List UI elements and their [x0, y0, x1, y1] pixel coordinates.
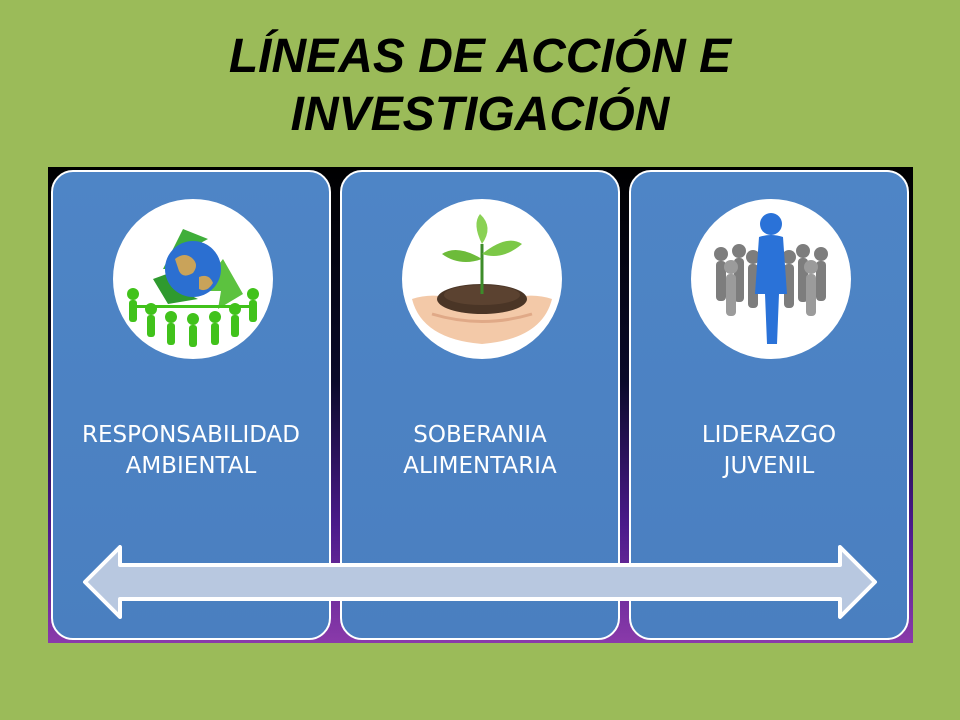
recycle-globe-icon	[113, 199, 273, 359]
sprout-hands-icon	[402, 199, 562, 359]
leader-crowd-icon	[691, 199, 851, 359]
card-liderazgo-juvenil: LIDERAZGO JUVENIL	[629, 170, 909, 640]
card-soberania-alimentaria: SOBERANIA ALIMENTARIA	[340, 170, 620, 640]
card-label: LIDERAZGO JUVENIL	[631, 420, 907, 482]
card-label-line-2: JUVENIL	[723, 453, 815, 479]
title-line-2: INVESTIGACIÓN	[290, 88, 670, 141]
card-label: SOBERANIA ALIMENTARIA	[342, 420, 618, 482]
card-label-line-1: SOBERANIA	[413, 422, 547, 448]
card-label: RESPONSABILIDAD AMBIENTAL	[53, 420, 329, 482]
title-line-1: LÍNEAS DE ACCIÓN E	[228, 30, 732, 83]
slide-title: LÍNEAS DE ACCIÓN E INVESTIGACIÓN	[0, 28, 960, 144]
card-responsabilidad-ambiental: RESPONSABILIDAD AMBIENTAL	[51, 170, 331, 640]
double-arrow-icon	[83, 545, 877, 619]
card-label-line-1: LIDERAZGO	[701, 422, 837, 448]
card-label-line-2: ALIMENTARIA	[403, 453, 557, 479]
card-label-line-2: AMBIENTAL	[125, 453, 257, 479]
card-label-line-1: RESPONSABILIDAD	[82, 422, 300, 448]
